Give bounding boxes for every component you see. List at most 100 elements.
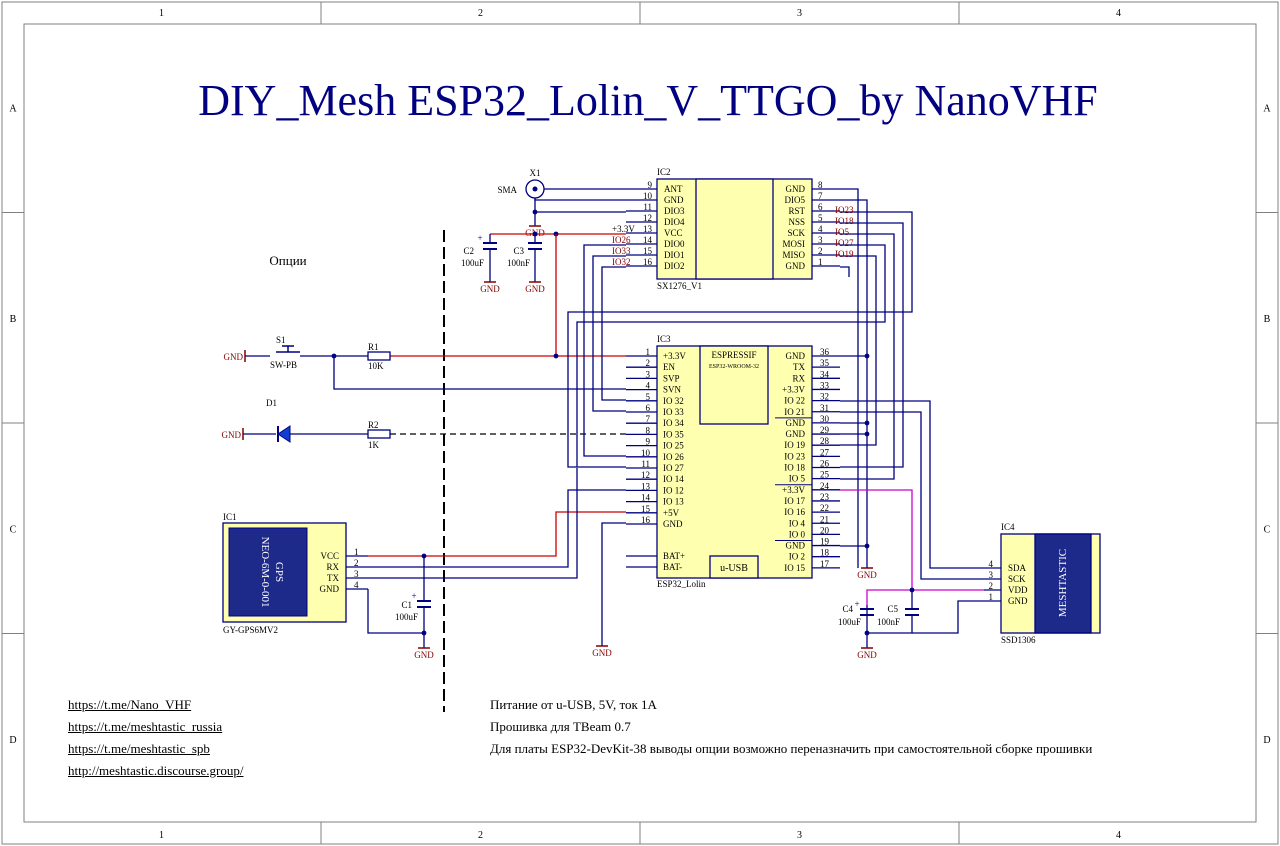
ic2-pin-number: 16 — [643, 257, 653, 267]
ic3-pin-name: IO 4 — [789, 518, 806, 528]
ic2-ref: IC2 — [657, 167, 671, 177]
ic4-pin-number: 3 — [989, 570, 994, 580]
note-devkit: Для платы ESP32-DevKit-38 выводы опции в… — [490, 741, 1093, 756]
ic2-pin-number: 4 — [818, 224, 823, 234]
ic3-pin-name: IO 0 — [789, 529, 806, 539]
vdd-cap-wire — [866, 589, 912, 605]
ic3-pin-name: IO 21 — [784, 407, 805, 417]
ic1-ref: IC1 — [223, 512, 237, 522]
ic2-pin-name: NSS — [788, 217, 805, 227]
gnd-label: GND — [525, 284, 545, 294]
junction-dot — [864, 630, 870, 636]
ic2-pin-number: 1 — [818, 257, 823, 267]
ic2-net-label: IO32 — [612, 257, 631, 267]
ic3-pin-name: IO 17 — [784, 496, 805, 506]
link-meshtastic-discourse[interactable]: http://meshtastic.discourse.group/ — [68, 763, 244, 778]
ic2-net-label: IO27 — [835, 238, 854, 248]
ic3-pin-name: IO 16 — [784, 507, 805, 517]
ic3-pin-number: 8 — [646, 425, 651, 435]
c2-ref: C2 — [463, 246, 474, 256]
ic3-module-name: ESPRESSIF — [711, 350, 756, 360]
ic3-pin-name: +3.3V — [663, 351, 686, 361]
s1-value: SW-PB — [270, 360, 297, 370]
ic2-net-label: IO18 — [835, 216, 854, 226]
ic3-pin-number: 18 — [820, 548, 830, 558]
ic3-pin-number: 30 — [820, 414, 830, 424]
row-marker: C — [1264, 524, 1271, 535]
column-marker: 3 — [797, 830, 802, 841]
ic3-pin-number: 14 — [641, 493, 651, 503]
ic2-gnd-wire — [534, 198, 626, 201]
ic2-pin-name: DIO2 — [664, 261, 685, 271]
ic2-pin-name: ANT — [664, 184, 683, 194]
column-marker: 4 — [1116, 830, 1121, 841]
io19-wire — [840, 255, 877, 446]
d1-ref: D1 — [266, 398, 277, 408]
ic2-net-label: +3.3V — [612, 224, 635, 234]
ic3-pin-name: +3.3V — [782, 384, 805, 394]
ic1-pin-name: VCC — [320, 551, 339, 561]
gnd-label: GND — [224, 352, 244, 362]
link-meshtastic-spb[interactable]: https://t.me/meshtastic_spb — [68, 741, 210, 756]
ic3-pin-name: IO 19 — [784, 440, 805, 450]
ic3-pin-name: GND — [786, 418, 806, 428]
ic3-pin-number: 22 — [820, 503, 829, 513]
ic2-pin-number: 5 — [818, 213, 823, 223]
ic3-bat-label: BAT+ — [663, 551, 685, 561]
c3-value: 100nF — [507, 258, 530, 268]
column-marker: 2 — [478, 830, 483, 841]
gnd-label: GND — [592, 648, 612, 658]
c4-ref: C4 — [842, 604, 853, 614]
row-marker: C — [10, 524, 17, 535]
ic2-net-label: IO33 — [612, 246, 631, 256]
ic3-pin-name: RX — [792, 373, 805, 383]
c1-value: 100uF — [395, 612, 418, 622]
gps-gnd-wire — [367, 589, 424, 634]
row-marker: B — [1264, 314, 1271, 325]
column-marker: 2 — [478, 8, 483, 19]
ic2-pin-number: 7 — [818, 191, 823, 201]
ic2-pin-name: DIO4 — [664, 217, 685, 227]
ic3-pin-number: 34 — [820, 369, 830, 379]
ic3-pin-name: IO 2 — [789, 552, 805, 562]
ic3-pin-number: 35 — [820, 358, 830, 368]
ic3-pin-name: IO 18 — [784, 463, 805, 473]
r1-ref: R1 — [368, 342, 379, 352]
ic3-pin-name: IO 34 — [663, 418, 684, 428]
column-marker: 4 — [1116, 8, 1121, 19]
ic1-pin-number: 2 — [354, 558, 359, 568]
ic2-pin-name: SCK — [787, 228, 805, 238]
ic3-pin-name: GND — [786, 541, 806, 551]
ic2-pin-number: 9 — [648, 180, 653, 190]
ic4-pin-number: 1 — [989, 592, 994, 602]
ic3-gnd16-wire — [601, 522, 626, 646]
junction-dot — [421, 630, 427, 636]
ic3-pin-name: GND — [786, 429, 806, 439]
ic1-pin-number: 1 — [354, 547, 359, 557]
ic2-pin-name: VCC — [664, 228, 683, 238]
ic1-module-line1: GPS — [273, 562, 285, 582]
ic2-pin-number: 10 — [643, 191, 653, 201]
ic3-pin-name: IO 12 — [663, 485, 684, 495]
ic2-pin-number: 12 — [643, 213, 652, 223]
ic3-pin-number: 13 — [641, 481, 651, 491]
ic3-pin-name: +3.3V — [782, 485, 805, 495]
c2-polarity: + — [477, 233, 482, 243]
ic3-pin-name: IO 32 — [663, 396, 684, 406]
ic3-pin-number: 28 — [820, 436, 830, 446]
column-marker: 1 — [159, 830, 164, 841]
c5-value: 100nF — [877, 617, 900, 627]
ic2-pin-number: 14 — [643, 235, 653, 245]
c1-ref: C1 — [401, 600, 412, 610]
ic3-pin-number: 9 — [646, 437, 651, 447]
gnd-label: GND — [222, 430, 242, 440]
ic3-name: ESP32_Lolin — [657, 579, 706, 589]
link-nano-vhf[interactable]: https://t.me/Nano_VHF — [68, 697, 192, 712]
ic3-pin-name: GND — [786, 351, 806, 361]
ic3-pin-number: 26 — [820, 459, 830, 469]
ic3-pin-number: 17 — [820, 559, 830, 569]
ic2-net-label: IO23 — [835, 205, 854, 215]
row-marker: A — [9, 103, 17, 114]
link-meshtastic-russia[interactable]: https://t.me/meshtastic_russia — [68, 719, 223, 734]
io27-mosi-wire — [576, 244, 886, 467]
